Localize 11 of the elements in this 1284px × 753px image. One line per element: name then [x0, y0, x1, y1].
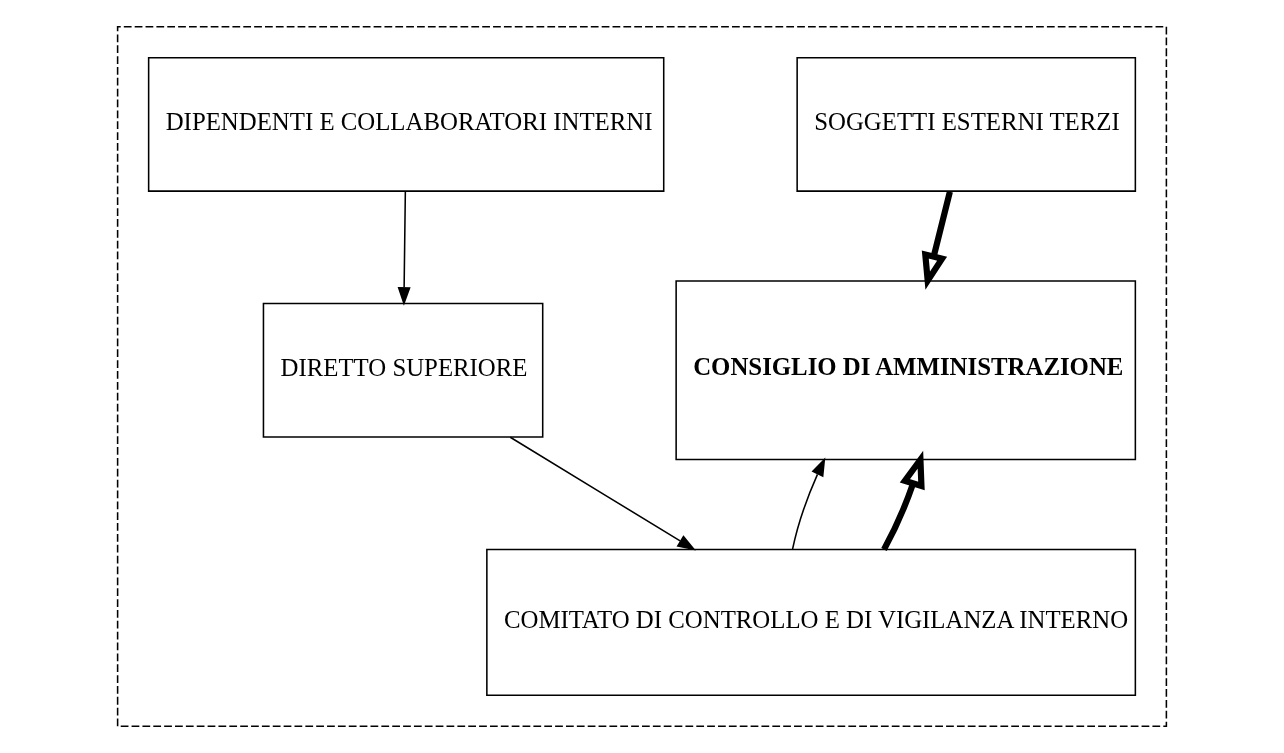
- node-box: CONSIGLIO DI AMMINISTRAZIONE: [675, 280, 1137, 461]
- node-box: DIPENDENTI E COLLABORATORI INTERNI: [147, 56, 665, 192]
- arrow: [397, 190, 411, 306]
- cluster: [116, 25, 1168, 728]
- arrow: [791, 457, 826, 551]
- arrow: [509, 436, 696, 551]
- arrow: [881, 450, 925, 551]
- node-box: SOGGETTI ESTERNI TERZI: [796, 56, 1137, 192]
- arrow: [921, 190, 953, 290]
- node-box: COMITATO DI CONTROLLO E DI VIGILANZA INTERNO: [486, 548, 1137, 697]
- node-box: DIRETTO SUPERIORE: [262, 302, 544, 438]
